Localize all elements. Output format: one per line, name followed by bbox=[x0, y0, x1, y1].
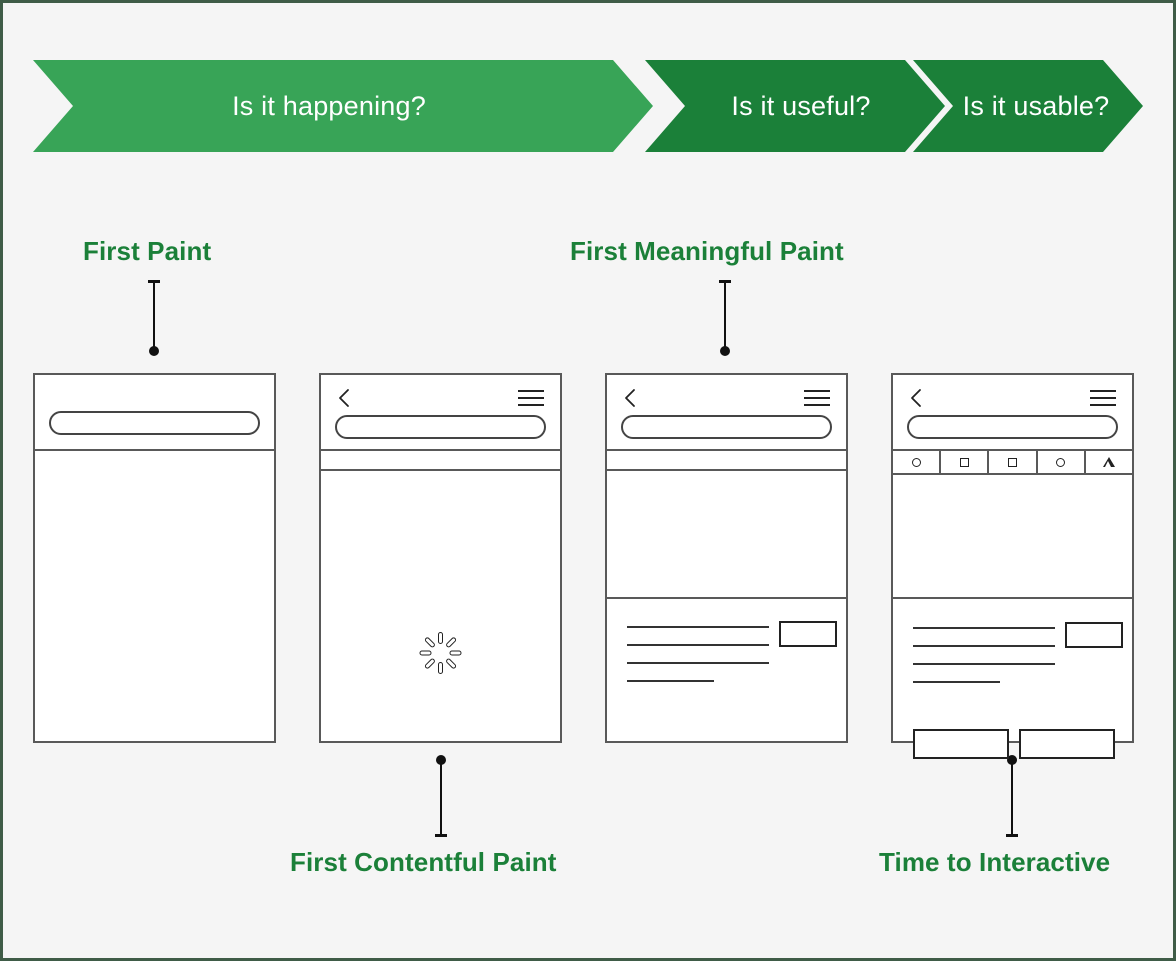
tab-item-1[interactable] bbox=[893, 451, 942, 473]
leader-stem bbox=[153, 280, 155, 352]
leader-stem bbox=[1011, 759, 1013, 837]
browser-header bbox=[607, 375, 846, 451]
thumbnail-box bbox=[779, 621, 837, 647]
hamburger-menu-icon[interactable] bbox=[1090, 390, 1116, 406]
loading-spinner-icon bbox=[419, 631, 463, 675]
leader-line-time-to-interactive bbox=[1005, 755, 1019, 837]
tab-bar bbox=[893, 451, 1132, 475]
content-divider bbox=[893, 597, 1132, 599]
leader-stem bbox=[724, 280, 726, 352]
thumbnail-box bbox=[1065, 622, 1123, 648]
chevron-left-icon[interactable] bbox=[909, 388, 923, 408]
sub-header-band bbox=[607, 451, 846, 471]
url-bar[interactable] bbox=[49, 411, 260, 435]
circle-icon bbox=[911, 457, 921, 467]
browser-header bbox=[321, 375, 560, 451]
metric-label-first-paint: First Paint bbox=[83, 236, 212, 266]
url-bar[interactable] bbox=[335, 415, 546, 439]
hamburger-menu-icon[interactable] bbox=[804, 390, 830, 406]
text-line bbox=[913, 627, 1055, 629]
phase-label: Is it useful? bbox=[731, 90, 871, 121]
text-line bbox=[627, 626, 769, 628]
chevron-left-icon[interactable] bbox=[337, 388, 351, 408]
phase-label: Is it usable? bbox=[962, 90, 1110, 121]
circle-icon bbox=[1056, 457, 1066, 467]
metric-label-first-contentful-paint: First Contentful Paint bbox=[290, 847, 557, 877]
phase-label: Is it happening? bbox=[232, 90, 426, 121]
text-line bbox=[627, 662, 769, 664]
action-button-primary[interactable] bbox=[913, 729, 1009, 759]
leader-line-first-meaningful-paint bbox=[718, 280, 732, 356]
browser-header bbox=[35, 375, 274, 451]
phase-is-it-happening: Is it happening? bbox=[33, 60, 653, 152]
text-line bbox=[913, 663, 1055, 665]
hamburger-menu-icon[interactable] bbox=[518, 390, 544, 406]
sub-header-band bbox=[321, 451, 560, 471]
content-divider bbox=[607, 597, 846, 599]
phone-mockup-first-contentful-paint bbox=[319, 373, 562, 743]
leader-line-first-paint bbox=[147, 280, 161, 356]
phone-mockup-first-meaningful-paint bbox=[605, 373, 848, 743]
tab-item-2[interactable] bbox=[941, 451, 990, 473]
triangle-icon bbox=[1102, 457, 1115, 467]
tab-item-3[interactable] bbox=[989, 451, 1038, 473]
leader-dot bbox=[149, 346, 159, 356]
phase-banner: Is it happening? Is it useful? Is it usa… bbox=[33, 60, 1143, 152]
text-line bbox=[627, 644, 769, 646]
phase-is-it-useful: Is it useful? bbox=[645, 60, 945, 152]
text-line bbox=[913, 645, 1055, 647]
action-button-secondary[interactable] bbox=[1019, 729, 1115, 759]
text-line bbox=[627, 680, 714, 682]
tab-item-5[interactable] bbox=[1086, 451, 1132, 473]
url-bar[interactable] bbox=[621, 415, 832, 439]
phase-is-it-usable: Is it usable? bbox=[913, 60, 1143, 152]
square-icon bbox=[959, 457, 969, 467]
url-bar[interactable] bbox=[907, 415, 1118, 439]
browser-header bbox=[893, 375, 1132, 451]
phone-mockup-time-to-interactive bbox=[891, 373, 1134, 759]
metric-label-first-meaningful-paint: First Meaningful Paint bbox=[570, 236, 844, 266]
chevron-left-icon[interactable] bbox=[623, 388, 637, 408]
text-line bbox=[913, 681, 1000, 683]
leader-dot bbox=[720, 346, 730, 356]
leader-cap bbox=[1006, 834, 1018, 837]
phone-mockup-first-paint bbox=[33, 373, 276, 743]
leader-line-first-contentful-paint bbox=[434, 755, 448, 837]
leader-stem bbox=[440, 759, 442, 837]
leader-cap bbox=[435, 834, 447, 837]
metric-label-time-to-interactive: Time to Interactive bbox=[879, 847, 1111, 877]
square-icon bbox=[1008, 457, 1017, 467]
tab-item-4[interactable] bbox=[1038, 451, 1086, 473]
